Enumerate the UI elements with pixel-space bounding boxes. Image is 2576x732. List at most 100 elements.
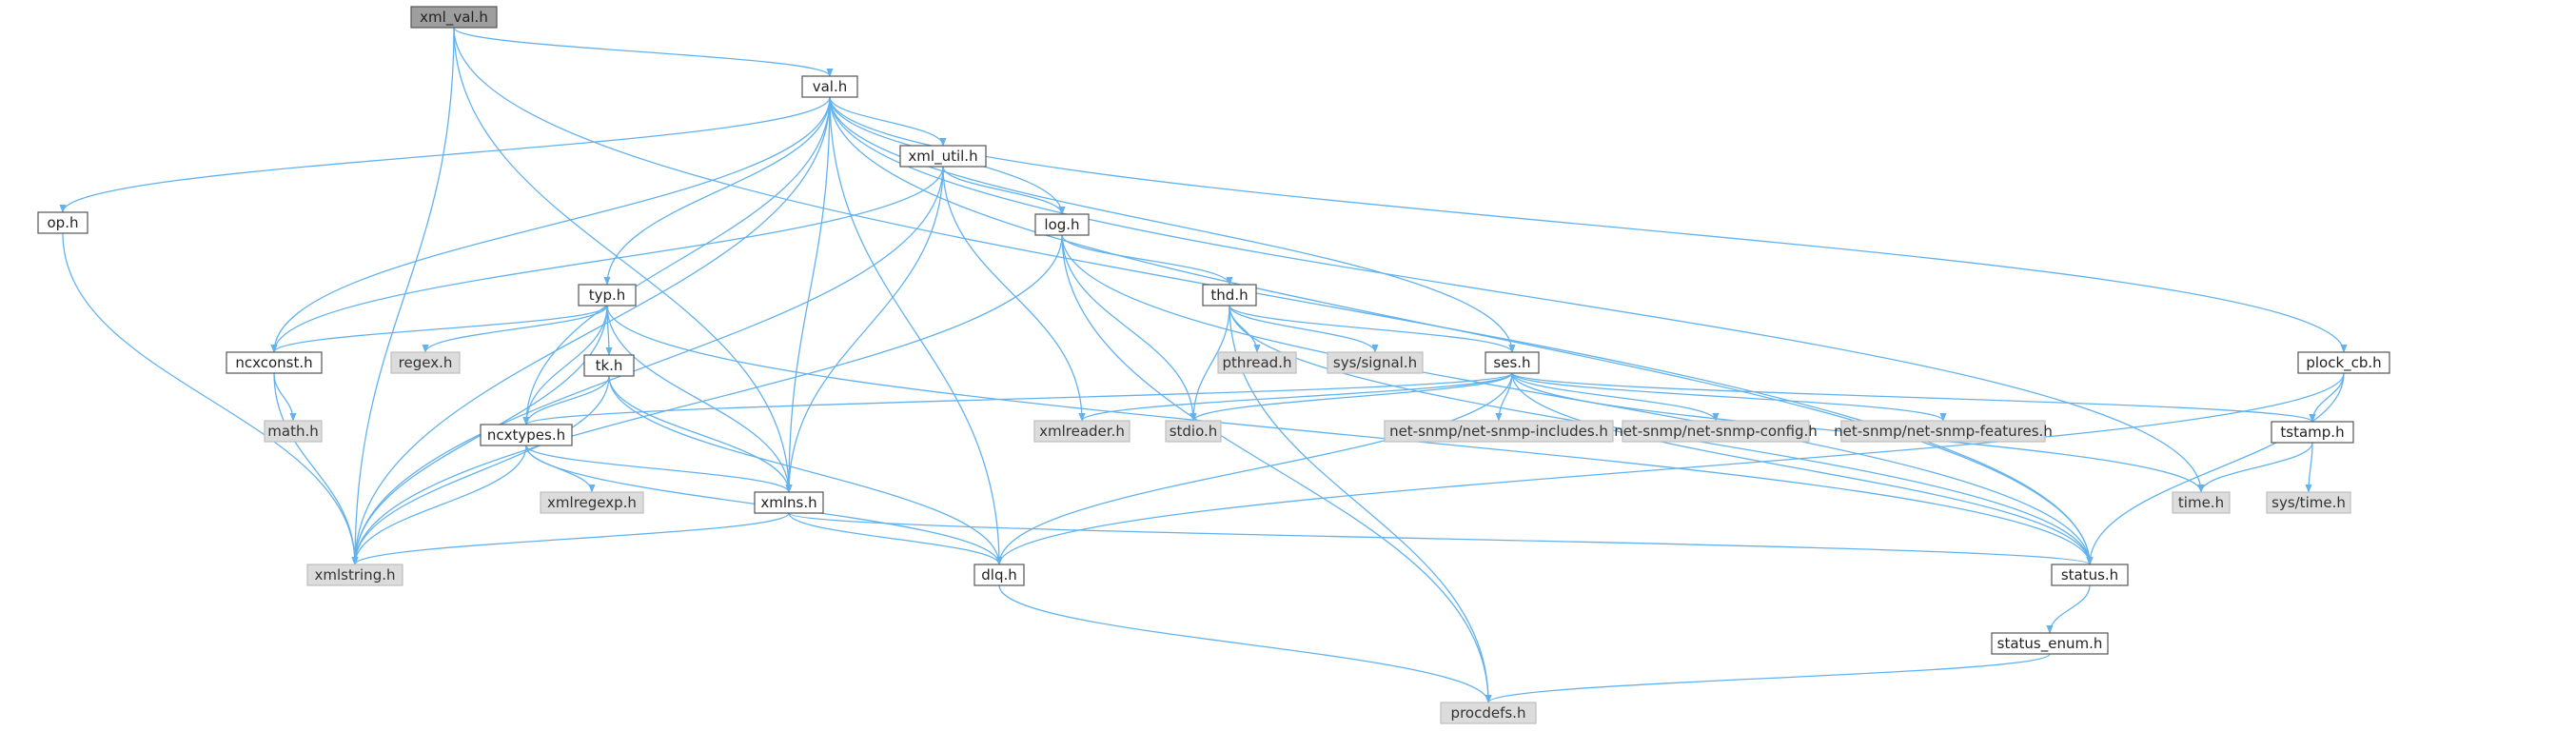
edge-tk_h-to-xmlns_h: [608, 375, 793, 493]
node-box: [480, 424, 573, 446]
node-box: [1217, 351, 1297, 374]
node-label: status_enum.h: [1997, 635, 2103, 653]
edge-typ_h-to-regex_h: [422, 305, 608, 353]
node-log-h[interactable]: log.h: [1034, 213, 1090, 236]
node-box: [1840, 420, 2046, 443]
edge-plock_cb_h-to-tstamp_h: [2309, 372, 2345, 423]
edge-ses_h-to-ncxtypes_h: [522, 372, 1513, 425]
node-dlq-h[interactable]: dlq.h: [973, 564, 1025, 586]
node-box: [1622, 420, 1810, 443]
node-netsnmp-includes-h: net-snmp/net-snmp-includes.h: [1384, 420, 1614, 443]
node-label: tk.h: [596, 357, 623, 374]
node-label: procdefs.h: [1451, 704, 1526, 722]
node-label: net-snmp/net-snmp-features.h: [1834, 423, 2053, 440]
node-status-enum-h[interactable]: status_enum.h: [1991, 632, 2109, 655]
edge-val_h-to-dlq_h: [829, 96, 1003, 565]
node-label: time.h: [2178, 494, 2224, 511]
node-sys-time-h: sys/time.h: [2266, 491, 2351, 514]
edge-val_h-to-ses_h: [829, 96, 1516, 353]
node-label: math.h: [267, 423, 318, 440]
edge-plock_cb_h-to-status_h: [2086, 372, 2345, 565]
node-box: [578, 284, 637, 307]
edge-log_h-to-xmlstring_h: [351, 234, 1063, 565]
edge-tk_h-to-xmlstring_h: [351, 375, 610, 565]
node-box: [37, 211, 88, 234]
node-ses-h[interactable]: ses.h: [1485, 351, 1540, 374]
node-label: xmlstring.h: [315, 566, 396, 584]
edge-val_h-to-status_h: [829, 96, 2094, 565]
node-sys-signal-h: sys/signal.h: [1327, 351, 1424, 374]
edge-typ_h-to-xmlns_h: [606, 305, 793, 493]
node-ncxconst-h[interactable]: ncxconst.h: [226, 351, 323, 374]
edge-val_h-to-ncxconst_h: [270, 96, 831, 353]
edge-xml_util_h-to-xmlns_h: [785, 166, 944, 493]
edge-log_h-to-thd_h: [1061, 234, 1233, 286]
node-label: pthread.h: [1223, 354, 1292, 371]
node-xmlreader-h: xmlreader.h: [1033, 420, 1131, 443]
edge-thd_h-to-stdio_h: [1190, 305, 1230, 422]
node-box: [226, 351, 323, 374]
node-val-h[interactable]: val.h: [801, 75, 858, 98]
edge-val_h-to-time_h: [829, 96, 2205, 493]
edge-ses_h-to-stdio_h: [1190, 372, 1513, 422]
edge-log_h-to-procdefs_h: [1061, 234, 1492, 703]
edge-xml_util_h-to-xmlreader_h: [942, 166, 1086, 422]
edge-thd_h-to-ses_h: [1229, 305, 1516, 353]
node-box: [801, 75, 858, 98]
node-box: [899, 145, 987, 168]
node-box: [410, 6, 498, 29]
node-thd-h[interactable]: thd.h: [1202, 284, 1257, 307]
node-label: typ.h: [589, 287, 626, 304]
node-stdio-h: stdio.h: [1165, 420, 1222, 443]
node-box: [1485, 351, 1540, 374]
node-tstamp-h[interactable]: tstamp.h: [2271, 421, 2354, 444]
node-label: op.h: [48, 214, 79, 231]
node-procdefs-h: procdefs.h: [1440, 702, 1537, 724]
edge-op_h-to-xmlstring_h: [62, 232, 359, 565]
node-box: [1034, 213, 1090, 236]
node-label: net-snmp/net-snmp-includes.h: [1389, 423, 1608, 440]
edge-val_h-to-plock_cb_h: [829, 96, 2348, 353]
edge-val_h-to-xmlstring_h: [351, 96, 831, 565]
edge-xml_util_h-to-xmlstring_h: [351, 166, 944, 565]
edge-plock_cb_h-to-dlq_h: [995, 372, 2345, 565]
node-status-h[interactable]: status.h: [2051, 564, 2129, 586]
edges-layer: [59, 27, 2348, 703]
node-box: [1165, 420, 1222, 443]
edge-xml_util_h-to-log_h: [942, 166, 1066, 215]
node-label: xml_val.h: [420, 9, 488, 27]
node-box: [973, 564, 1025, 586]
node-op-h[interactable]: op.h: [37, 211, 88, 234]
node-plock-cb-h[interactable]: plock_cb.h: [2297, 351, 2390, 374]
node-label: sys/time.h: [2271, 494, 2346, 511]
edge-xmlns_h-to-status_h: [788, 512, 2094, 565]
node-xml-util-h[interactable]: xml_util.h: [899, 145, 987, 168]
node-xml-val-h[interactable]: xml_val.h: [410, 6, 498, 29]
edge-xml_val_h-to-xmlns_h: [453, 27, 793, 493]
edge-ses_h-to-netsnmp_features_h: [1511, 372, 1947, 422]
edge-ses_h-to-dlq_h: [995, 372, 1513, 565]
node-label: tstamp.h: [2280, 424, 2344, 441]
edge-xml_val_h-to-status_h: [453, 27, 2094, 565]
edge-val_h-to-op_h: [59, 96, 831, 213]
edge-tstamp_h-to-time_h: [2197, 442, 2313, 493]
node-label: stdio.h: [1170, 423, 1218, 440]
edge-typ_h-to-status_h: [606, 305, 2094, 565]
node-ncxtypes-h[interactable]: ncxtypes.h: [480, 424, 573, 446]
edge-ncxtypes_h-to-xmlstring_h: [351, 445, 527, 565]
node-xmlns-h[interactable]: xmlns.h: [754, 491, 824, 514]
edge-typ_h-to-ncxconst_h: [270, 305, 608, 353]
node-box: [390, 351, 461, 374]
node-label: thd.h: [1210, 287, 1248, 304]
node-typ-h[interactable]: typ.h: [578, 284, 637, 307]
node-tk-h[interactable]: tk.h: [583, 354, 635, 377]
edge-log_h-to-stdio_h: [1061, 234, 1197, 422]
node-xmlregexp-h: xmlregexp.h: [540, 491, 644, 514]
node-box: [754, 491, 824, 514]
edge-ses_h-to-xmlreader_h: [1078, 372, 1513, 422]
node-label: sys/signal.h: [1333, 354, 1417, 371]
node-label: ses.h: [1493, 354, 1530, 371]
node-label: net-snmp/net-snmp-config.h: [1614, 423, 1818, 440]
node-label: ncxtypes.h: [487, 426, 565, 444]
